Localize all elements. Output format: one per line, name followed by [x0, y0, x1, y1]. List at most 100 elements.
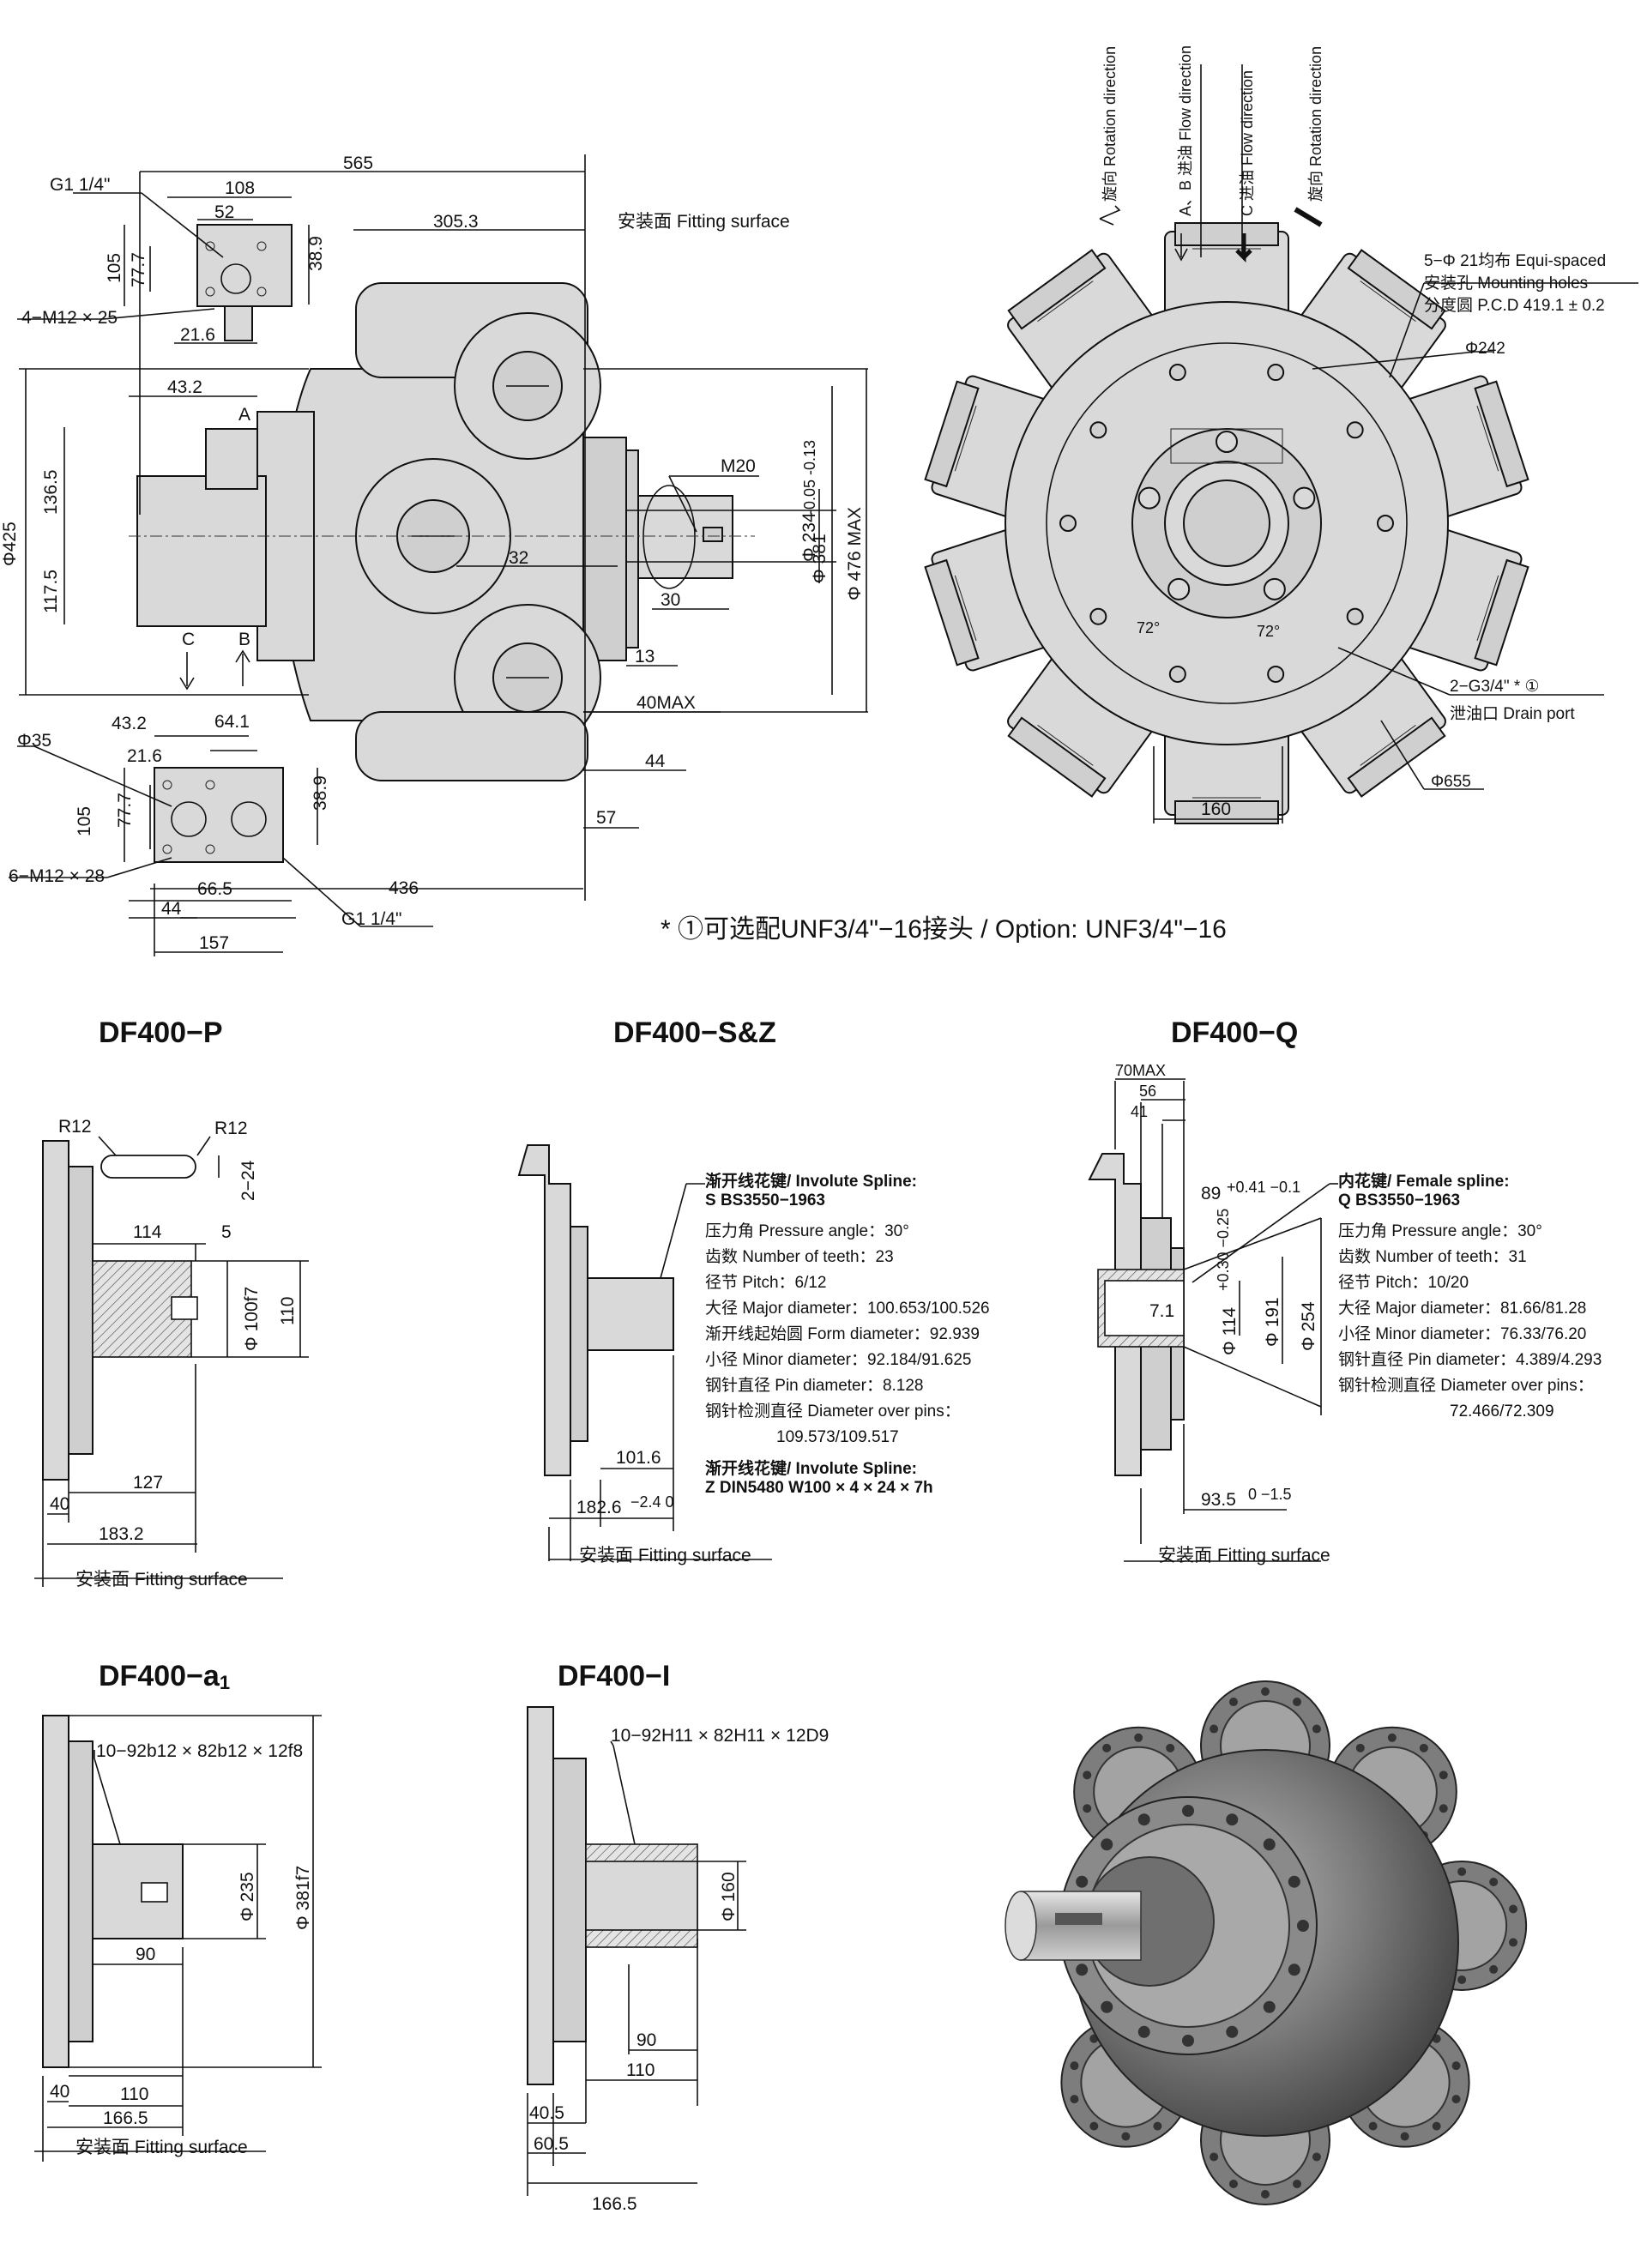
photo-flange-bolt: [1226, 2025, 1239, 2038]
port-a-label: A: [238, 405, 250, 425]
dim-phi655: Φ655: [1431, 773, 1471, 791]
label-4-m12: 4−M12 × 25: [21, 308, 118, 328]
df400-p-110: 110: [278, 1297, 298, 1325]
q-diameter-over-pins-value: 72.466/72.309: [1450, 1402, 1554, 1421]
mounting-holes-line2: 安装孔 Mounting holes: [1424, 274, 1588, 293]
df400-p-fitting: 安装面 Fitting surface: [75, 1570, 248, 1589]
df400-p-5: 5: [221, 1222, 232, 1242]
df400-p-2-24: 2−24: [238, 1160, 258, 1201]
mounting-hole: [1167, 577, 1191, 600]
dim-phi242: Φ242: [1465, 340, 1505, 358]
dim-40max: 40MAX: [636, 693, 696, 713]
sz-s-standard: S BS3550−1963: [705, 1191, 825, 1209]
a1-90: 90: [136, 1945, 155, 1964]
photo-flange-bolt: [1226, 1813, 1239, 1826]
dim-30: 30: [661, 590, 680, 610]
q-41: 41: [1131, 1103, 1148, 1120]
q-70max: 70MAX: [1115, 1062, 1166, 1079]
df400-sz-view: DF400−S&Z 渐开线花键/ Involute Spline: S BS35…: [517, 1016, 990, 1565]
bolt-hole: [1089, 421, 1107, 439]
mounting-holes-line3: 分度圆 P.C.D 419.1 ± 0.2: [1424, 296, 1605, 315]
q-diameter-over-pins: 钢针检测直径 Diameter over pins：: [1338, 1376, 1594, 1395]
q-pin-diameter: 钢针直径 Pin diameter：4.389/4.293: [1338, 1350, 1602, 1369]
df400-a1-title: DF400−a1: [99, 1660, 230, 1693]
a1-110: 110: [120, 2084, 148, 2104]
sz-101-6: 101.6: [616, 1448, 661, 1468]
dim-52: 52: [214, 202, 234, 222]
label-6-m12: 6−M12 × 28: [9, 866, 105, 886]
q-phi191: Φ 191: [1263, 1297, 1282, 1347]
photo-flange-bolt: [1182, 2035, 1194, 2047]
dim-44-right: 44: [645, 751, 666, 771]
label-fitting-surface: 安装面 Fitting surface: [618, 212, 790, 232]
port-c-label: C: [182, 630, 195, 649]
df400-q-title: DF400−Q: [1171, 1016, 1298, 1049]
i-60-5: 60.5: [534, 2134, 569, 2154]
sz-major-diameter: 大径 Major diameter：100.653/100.526: [705, 1299, 990, 1318]
df400-p-title: DF400−P: [99, 1016, 223, 1049]
dim-57: 57: [596, 808, 616, 828]
bolt-hole: [1267, 665, 1285, 683]
df400-p-40: 40: [50, 1494, 69, 1514]
photo-flange-bolt: [1076, 1963, 1089, 1976]
photo-flange-bolt: [1263, 1838, 1276, 1851]
q-pressure-angle: 压力角 Pressure angle：30°: [1338, 1221, 1542, 1240]
photo-flange-bolt: [1288, 1875, 1300, 1888]
photo-flange-bolt: [1297, 1920, 1309, 1932]
c-flow-direction: C 进油 Flow direction: [1239, 70, 1256, 216]
dim-38-9-bottom: 38.9: [311, 775, 330, 811]
q-fitting: 安装面 Fitting surface: [1158, 1546, 1330, 1565]
a1-spline: 10−92b12 × 82b12 × 12f8: [96, 1741, 303, 1761]
i-110: 110: [626, 2060, 655, 2080]
dim-108: 108: [225, 178, 255, 198]
front-view: 旋向 Rotation direction A、B 进油 Flow direct…: [924, 45, 1638, 824]
i-spline: 10−92H11 × 82H11 × 12D9: [611, 1726, 829, 1746]
dim-66-5: 66.5: [197, 879, 232, 899]
q-phi114: Φ 114: [1220, 1307, 1240, 1355]
bolt-hole: [1089, 607, 1107, 625]
dim-m20: M20: [721, 456, 756, 476]
df400-p-183-2: 183.2: [99, 1524, 144, 1544]
top-port-block: [196, 224, 293, 307]
dim-136-5: 136.5: [41, 469, 61, 515]
bolt-hole: [1168, 364, 1186, 382]
bolt-hole: [1059, 515, 1077, 532]
df400-a1-view: DF400−a1 10−92b12 × 82b12 × 12f8 Φ 235 Φ…: [34, 1660, 322, 2162]
q-93-5: 93.5: [1201, 1490, 1236, 1510]
sz-diameter-over-pins: 钢针检测直径 Diameter over pins：: [705, 1402, 961, 1421]
bolt-hole: [1168, 665, 1186, 683]
i-90: 90: [636, 2030, 656, 2050]
photo-flange-bolt: [1101, 1838, 1113, 1851]
bolt-hole: [1346, 421, 1364, 439]
rotation-direction-right: 旋向 Rotation direction: [1307, 46, 1324, 202]
q-minor-diameter: 小径 Minor diameter：76.33/76.20: [1338, 1324, 1586, 1343]
sz-form-diameter: 渐开线起始圆 Form diameter：92.939: [705, 1324, 980, 1343]
mounting-bolts: [1059, 364, 1394, 683]
drain-port-label: 泄油口 Drain port: [1450, 704, 1575, 723]
dim-phi234: Φ 234: [799, 512, 819, 562]
dim-32: 32: [509, 548, 528, 568]
dim-436: 436: [389, 878, 419, 898]
i-phi160: Φ 160: [719, 1872, 739, 1921]
photo-flange-bolt: [1137, 2025, 1150, 2038]
q-spline-standard: Q BS3550−1963: [1338, 1191, 1460, 1209]
dim-105-bottom: 105: [75, 806, 94, 836]
i-166-5: 166.5: [592, 2194, 637, 2214]
dim-565: 565: [343, 154, 373, 173]
bolt-hole: [1377, 515, 1394, 532]
dim-phi35: Φ35: [17, 731, 51, 751]
df400-sz-title: DF400−S&Z: [613, 1016, 776, 1049]
df400-p-r12-left: R12: [58, 1117, 92, 1137]
drain-port-spec: 2−G3/4" * ①: [1450, 678, 1540, 696]
dim-160: 160: [1201, 799, 1231, 819]
dim-77-7-bottom: 77.7: [115, 793, 135, 828]
a1-40: 40: [50, 2082, 69, 2102]
i-40-5: 40.5: [529, 2103, 564, 2123]
bolt-hole: [1267, 364, 1285, 382]
df400-i-view: DF400−I 10−92H11 × 82H11 × 12D9 Φ 160 90…: [527, 1660, 829, 2214]
label-g1-top: G1 1/4": [50, 175, 111, 195]
sz-teeth: 齿数 Number of teeth：23: [705, 1247, 894, 1266]
df400-q-view: DF400−Q 70MAX 56 41 89: [1088, 1016, 1602, 1565]
sz-pin-diameter: 钢针直径 Pin diameter：8.128: [705, 1376, 924, 1395]
mounting-hole: [1293, 486, 1316, 510]
